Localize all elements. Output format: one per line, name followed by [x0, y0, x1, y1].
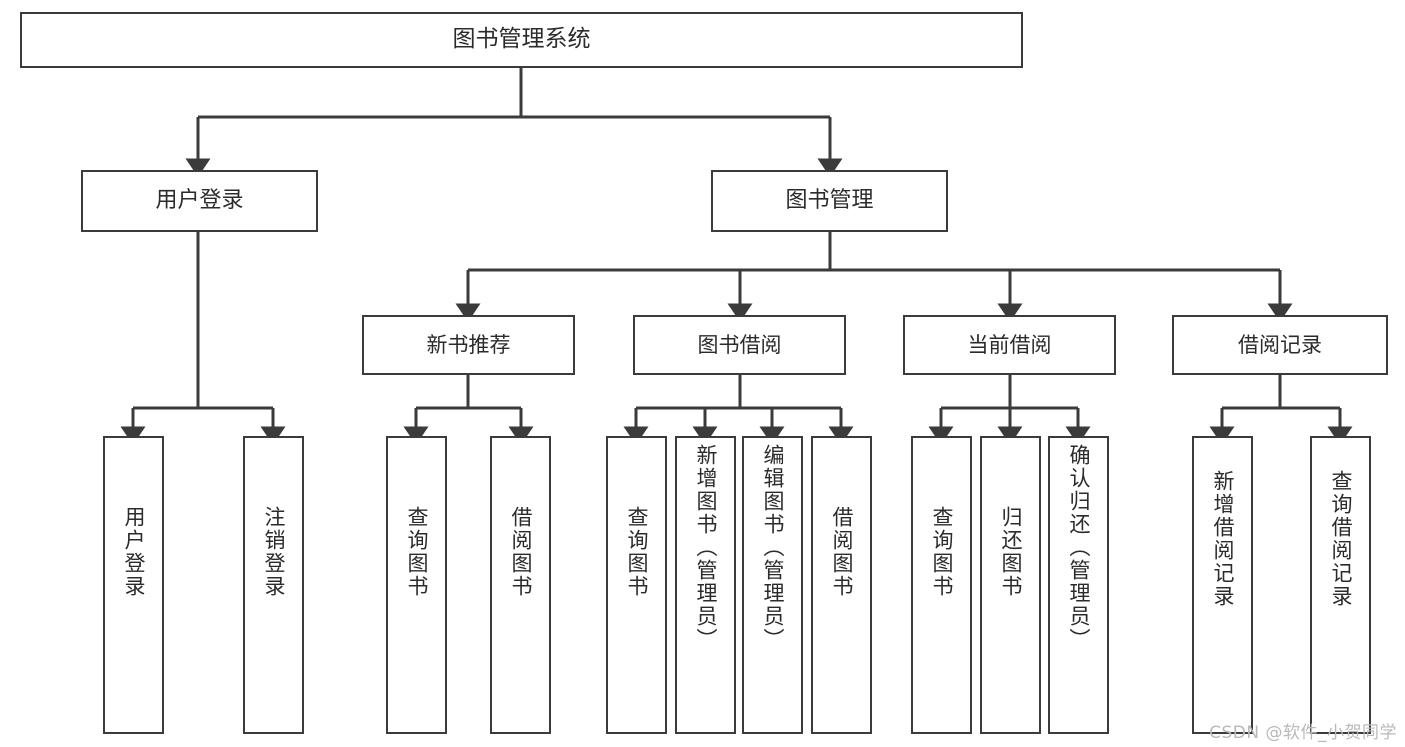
node-leaf-borrow-book-1[interactable]: 借阅图书	[490, 436, 551, 734]
node-current-borrow-label: 当前借阅	[967, 332, 1052, 357]
node-leaf-borrow-book-1-label: 借阅图书	[509, 506, 533, 598]
node-borrow-record-label: 借阅记录	[1238, 332, 1322, 357]
node-leaf-logout-label: 注销登录	[262, 506, 286, 598]
node-leaf-return-book-label: 归还图书	[999, 506, 1023, 598]
node-root[interactable]: 图书管理系统	[20, 12, 1023, 68]
node-leaf-user-login[interactable]: 用户登录	[103, 436, 164, 734]
node-leaf-confirm-return[interactable]: 确认归还（管理员）	[1048, 436, 1109, 734]
node-new-book-recommend-label: 新书推荐	[426, 332, 511, 357]
node-leaf-query-book-2-label: 查询图书	[625, 506, 649, 598]
node-user-login-label: 用户登录	[155, 188, 244, 214]
node-leaf-logout[interactable]: 注销登录	[243, 436, 304, 734]
node-user-login[interactable]: 用户登录	[81, 170, 318, 232]
node-new-book-recommend[interactable]: 新书推荐	[362, 315, 575, 375]
node-leaf-return-book[interactable]: 归还图书	[980, 436, 1041, 734]
node-book-borrow-label: 图书借阅	[697, 332, 782, 357]
node-leaf-edit-book[interactable]: 编辑图书（管理员）	[742, 436, 803, 734]
node-leaf-add-book-label: 新增图书（管理员）	[694, 444, 718, 651]
node-leaf-query-book-3[interactable]: 查询图书	[911, 436, 972, 734]
node-leaf-query-book-3-label: 查询图书	[930, 506, 954, 598]
node-leaf-borrow-book-2-label: 借阅图书	[830, 506, 854, 598]
node-leaf-borrow-book-2[interactable]: 借阅图书	[811, 436, 872, 734]
node-leaf-add-record-label: 新增借阅记录	[1211, 470, 1235, 608]
node-leaf-query-record[interactable]: 查询借阅记录	[1310, 436, 1371, 734]
node-book-manage[interactable]: 图书管理	[711, 170, 948, 232]
node-leaf-query-book-1-label: 查询图书	[405, 506, 429, 598]
node-leaf-add-book[interactable]: 新增图书（管理员）	[675, 436, 736, 734]
node-root-label: 图书管理系统	[452, 26, 591, 53]
node-leaf-query-book-1[interactable]: 查询图书	[386, 436, 447, 734]
node-leaf-query-book-2[interactable]: 查询图书	[606, 436, 667, 734]
node-leaf-add-record[interactable]: 新增借阅记录	[1192, 436, 1253, 734]
node-current-borrow[interactable]: 当前借阅	[903, 315, 1116, 375]
node-leaf-edit-book-label: 编辑图书（管理员）	[761, 444, 785, 651]
node-book-borrow[interactable]: 图书借阅	[633, 315, 846, 375]
node-leaf-confirm-return-label: 确认归还（管理员）	[1067, 444, 1091, 651]
node-leaf-user-login-label: 用户登录	[122, 506, 146, 598]
node-borrow-record[interactable]: 借阅记录	[1172, 315, 1388, 375]
node-book-manage-label: 图书管理	[785, 188, 874, 214]
csdn-watermark: CSDN @软件_小贺同学	[1209, 723, 1397, 743]
node-leaf-query-record-label: 查询借阅记录	[1329, 470, 1353, 608]
